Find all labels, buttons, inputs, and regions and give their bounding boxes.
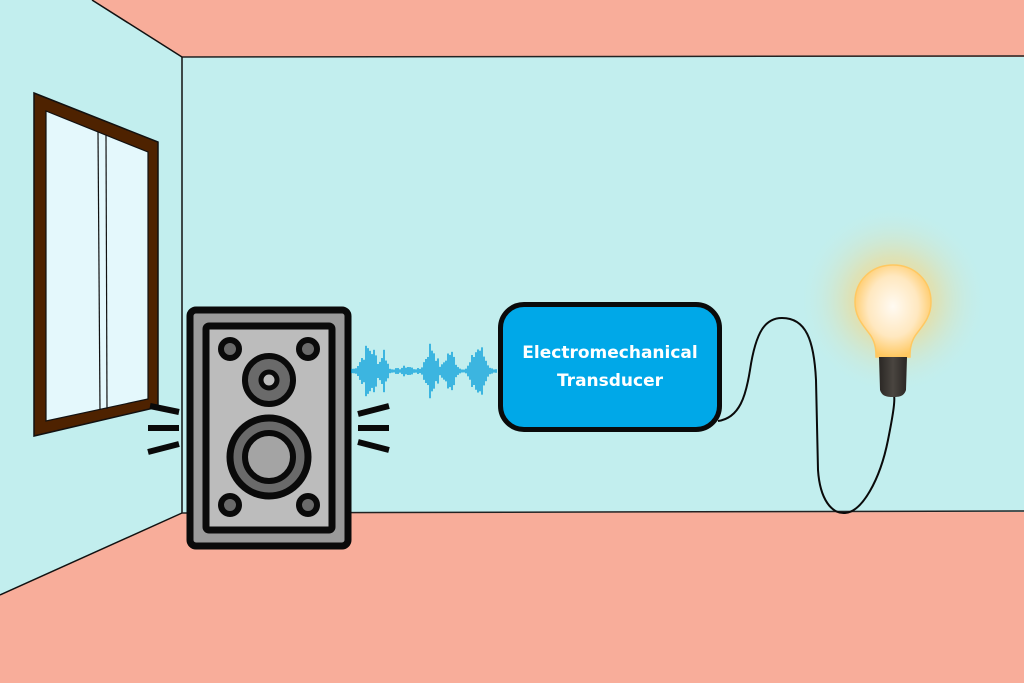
transducer-label-line1: Electromechanical <box>522 343 698 363</box>
floor-side-line <box>0 512 183 596</box>
floor <box>0 512 1024 683</box>
window-divider-left <box>97 131 101 411</box>
speaker-screw-top-right <box>296 337 320 361</box>
window-divider-right <box>105 134 108 410</box>
vibration-marks-left <box>147 403 180 455</box>
speaker-screw-top-left <box>218 337 242 361</box>
light-bulb <box>798 205 988 397</box>
bulb-base <box>879 357 907 397</box>
window-glass <box>45 110 149 422</box>
sound-wave <box>351 343 497 399</box>
speaker <box>186 306 352 550</box>
speaker-tweeter <box>242 353 296 407</box>
vibration-marks-right <box>357 403 390 453</box>
speaker-woofer <box>226 414 312 500</box>
transducer-box: Electromechanical Transducer <box>498 302 722 432</box>
power-cable <box>717 316 896 515</box>
ceiling <box>92 0 1024 57</box>
window <box>33 91 159 437</box>
ceiling-edge-line <box>91 0 183 58</box>
transducer-label-line2: Transducer <box>556 371 664 391</box>
speaker-screw-bottom-left <box>218 493 242 517</box>
speaker-screw-bottom-right <box>296 493 320 517</box>
ceiling-back-line <box>181 55 1024 58</box>
